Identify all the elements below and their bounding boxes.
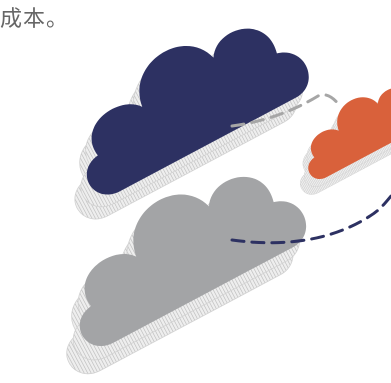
cloud-illustration: [0, 0, 391, 383]
